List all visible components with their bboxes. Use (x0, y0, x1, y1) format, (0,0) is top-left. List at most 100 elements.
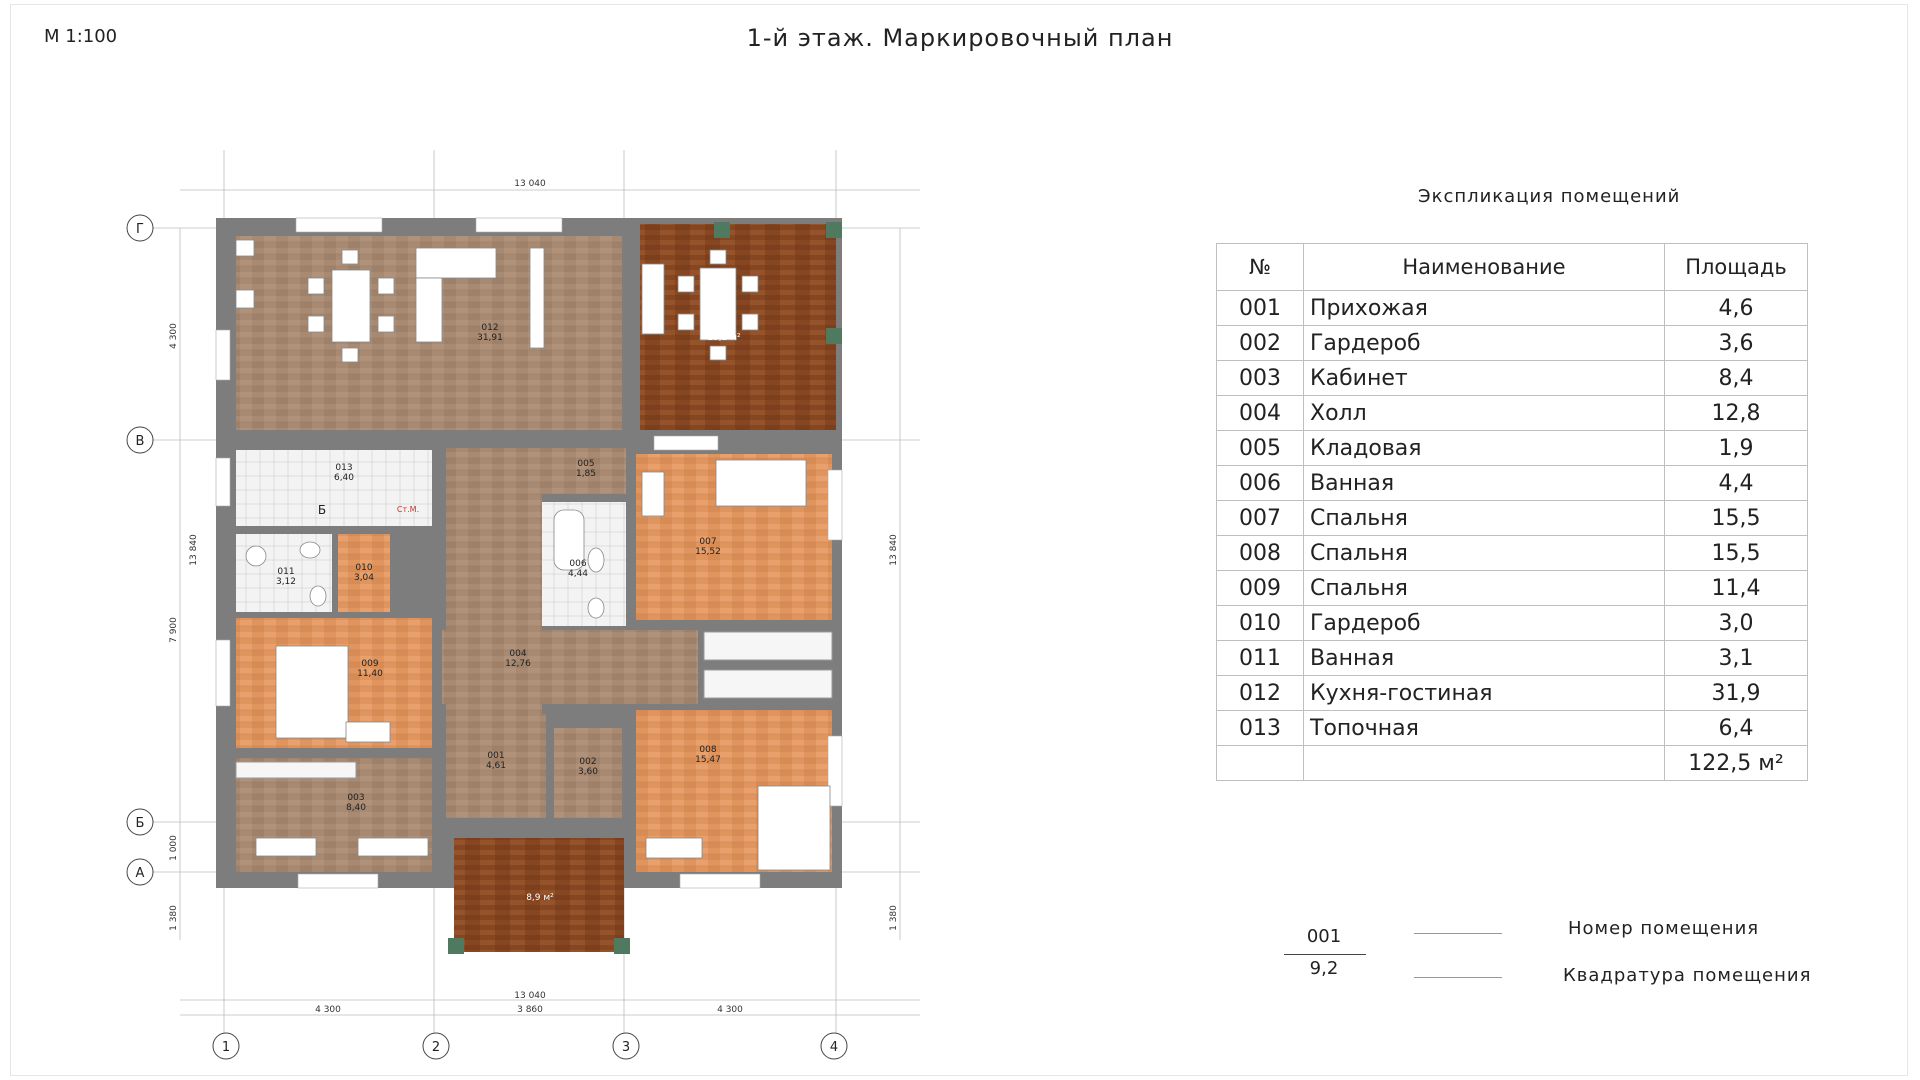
room-label-num: 010 (355, 563, 372, 573)
dining-set-kitchen (235, 239, 545, 363)
wardrobe-cabinet (703, 669, 833, 699)
room-label-area: 15,52 (695, 547, 721, 557)
room-label-area: 6,40 (334, 473, 354, 483)
axis-row-label: В (136, 434, 145, 449)
terrace-bottom-area: 8,9 м² (526, 893, 554, 903)
room-label-num: 009 (361, 659, 378, 669)
axis-bubble (126, 426, 154, 454)
legend-sample-area: 9,2 (1309, 958, 1339, 979)
room-label-num: 006 (569, 559, 586, 569)
room-label-area: 12,76 (505, 659, 531, 669)
bath-fixtures (245, 509, 605, 619)
room-label-area: 4,44 (568, 569, 588, 579)
room-label-area: 3,12 (276, 577, 296, 587)
room-label-area: 3,04 (354, 573, 374, 583)
room-label-area: 3,60 (578, 767, 598, 777)
dim-bottom-part: 4 300 (315, 1005, 341, 1015)
cell-num: 011 (1216, 640, 1304, 676)
room-004 (442, 630, 698, 704)
dim-left-part: 1 000 (169, 835, 179, 861)
cell-area: 15,5 (1664, 535, 1808, 571)
boiler-tag: Ст.М. (397, 505, 419, 514)
room-label-area: 31,91 (477, 333, 503, 343)
dim-left-part: 1 380 (169, 905, 179, 931)
dim-left-part: 7 900 (169, 617, 179, 643)
axis-bubble (820, 1032, 848, 1060)
axis-bubble (126, 858, 154, 886)
terrace-posts (448, 222, 842, 954)
cell-num: 004 (1216, 395, 1304, 431)
cell-name: Гардероб (1303, 605, 1665, 641)
legend-leader-line (1414, 933, 1502, 934)
cell-num: 010 (1216, 605, 1304, 641)
axis-col-label: 2 (432, 1040, 440, 1055)
cell-area: 4,6 (1664, 290, 1808, 326)
room-002 (554, 728, 622, 818)
room-label-num: 013 (335, 463, 352, 473)
cell-num: 005 (1216, 430, 1304, 466)
room-005 (542, 448, 626, 494)
cell-name: Холл (1303, 395, 1665, 431)
room-label-num: 007 (699, 537, 716, 547)
legend-area-label: Квадратура помещения (1563, 965, 1812, 986)
legend-divider (1284, 954, 1366, 955)
bed-009 (275, 645, 349, 739)
axis-bubble (422, 1032, 450, 1060)
cell-num: 013 (1216, 710, 1304, 746)
cell-name: Кладовая (1303, 430, 1665, 466)
legend-number-label: Номер помещения (1568, 918, 1760, 939)
cell-num: 003 (1216, 360, 1304, 396)
wardrobe-cabinet (703, 631, 833, 661)
room-label-num: 003 (347, 793, 364, 803)
room-label-area: 1,85 (576, 469, 596, 479)
axis-col-label: 3 (622, 1040, 630, 1055)
room-label-area: 4,61 (486, 761, 506, 771)
room-label-num: 012 (481, 323, 498, 333)
room-label-num: 004 (509, 649, 526, 659)
desks (255, 471, 703, 859)
cell-area: 11,4 (1664, 570, 1808, 606)
axis-row-label: Г (136, 222, 144, 237)
col-header-area: Площадь (1664, 243, 1808, 291)
cell-name: Спальня (1303, 535, 1665, 571)
bed-008 (757, 785, 831, 871)
cell-area: 3,0 (1664, 605, 1808, 641)
cell-name: Спальня (1303, 570, 1665, 606)
axis-col-label: 4 (830, 1040, 838, 1055)
cell-name: Прихожая (1303, 290, 1665, 326)
axis-bubble (126, 808, 154, 836)
table-header-row: № Наименование Площадь (1216, 243, 1808, 291)
cell-name: Гардероб (1303, 325, 1665, 361)
total-empty-cell (1303, 745, 1665, 781)
dim-bottom-part: 4 300 (717, 1005, 743, 1015)
sheet-title: 1-й этаж. Маркировочный план (746, 24, 1174, 52)
room-label-num: 001 (487, 751, 504, 761)
room-terrace-top (640, 224, 836, 430)
room-013 (236, 450, 432, 526)
cell-area: 12,8 (1664, 395, 1808, 431)
dim-left-total: 13 840 (189, 534, 199, 566)
dim-bottom-total: 13 040 (514, 991, 546, 1001)
sheet-frame (10, 4, 1908, 1076)
room-label-area: 8,40 (346, 803, 366, 813)
cell-num: 008 (1216, 535, 1304, 571)
room-label-num: 008 (699, 745, 716, 755)
dim-top-total: 13 040 (514, 179, 546, 189)
floor-plan: 012 31,91 013 6,40 005 1,85 007 15,52 00… (126, 150, 920, 1060)
room-label-num: 002 (579, 757, 596, 767)
scale-label: М 1:100 (44, 26, 118, 47)
cell-name: Кухня-гостиная (1303, 675, 1665, 711)
axis-bubble (212, 1032, 240, 1060)
windows (215, 217, 843, 889)
boiler-letter: Б (318, 503, 326, 517)
